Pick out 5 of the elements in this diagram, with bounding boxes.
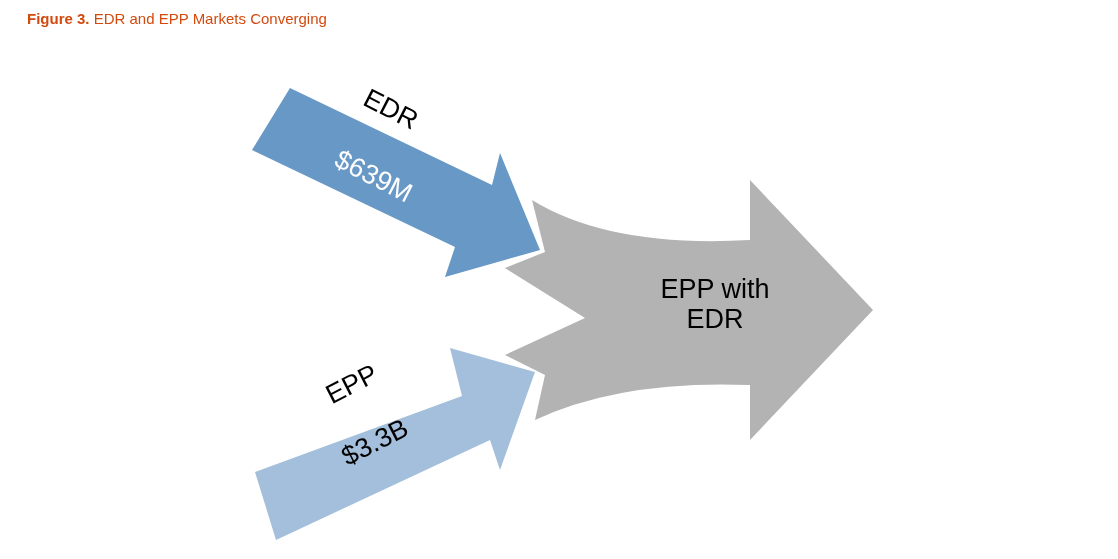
figure-title: Figure 3. EDR and EPP Markets Converging (27, 10, 327, 27)
arrow-label: EPP (321, 359, 383, 411)
value-label: $3.3B (337, 413, 414, 473)
arrow-label: EPP with EDR (659, 275, 771, 335)
arrow-label: EDR (358, 83, 423, 136)
